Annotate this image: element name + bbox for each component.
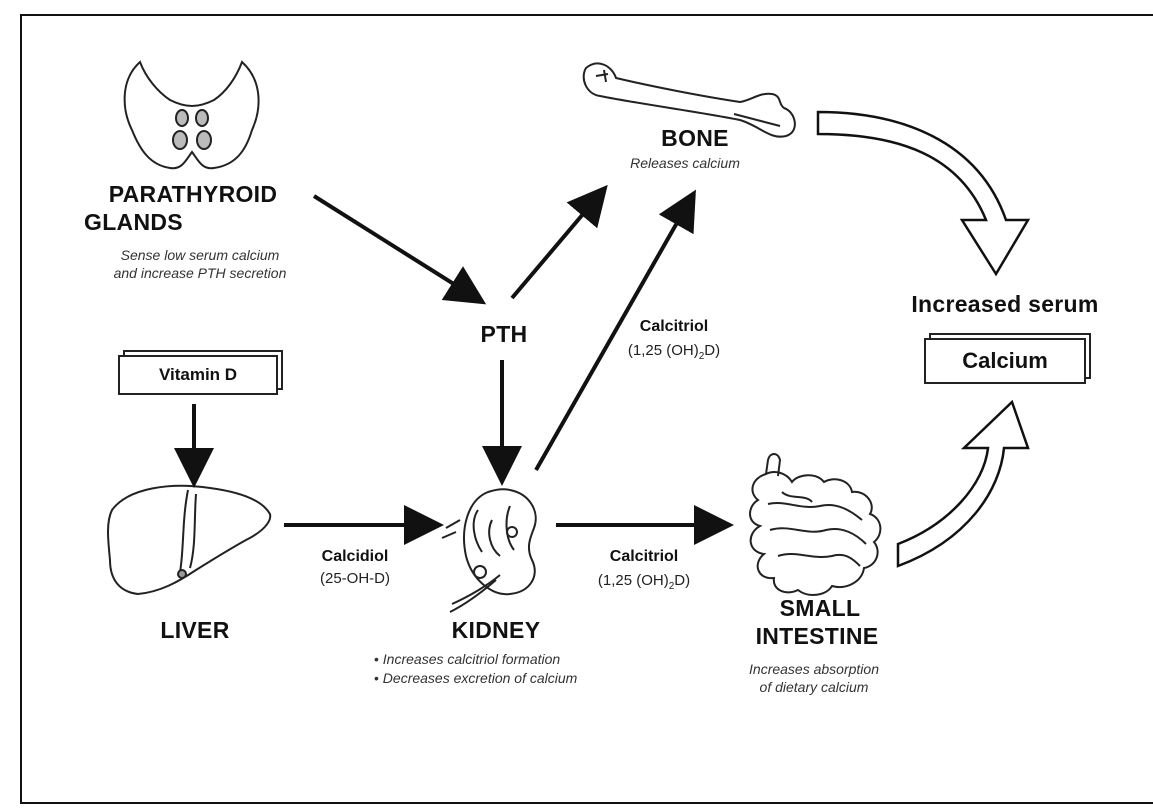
calcidiol-formula: (25-OH-D) [300,570,410,588]
vitamin-d-label: Vitamin D [159,365,237,384]
vitamin-d-box: Vitamin D [118,355,278,395]
calcitriol-bone-formula: (1,25 (OH)2D) [614,342,734,366]
hollow-arrow-bone-to-calcium [818,112,1028,274]
small-intestine-desc-line2: of dietary calcium [714,678,914,696]
pth-label: PTH [464,320,544,348]
bone-title: BONE [630,124,760,152]
parathyroid-desc-line2: and increase PTH secretion [80,264,320,282]
liver-illustration [108,486,270,594]
serum-title: Increased serum [880,290,1130,318]
calcidiol-label: Calcidiol [300,548,410,566]
calcium-box: Calcium [924,338,1086,384]
small-intestine-title-line1: SMALL [730,594,910,622]
small-intestine-title-line2: INTESTINE [722,622,912,650]
arrow-pth-to-bone [512,194,600,298]
parathyroid-desc-line1: Sense low serum calcium [80,246,320,264]
calcitriol-bone-label: Calcitriol [614,318,734,336]
small-intestine-illustration [750,454,880,595]
parathyroid-title-line2: GLANDS [84,208,204,236]
kidney-effects-list: Increases calcitriol formation Decreases… [374,650,634,688]
calcitriol-intestine-label: Calcitriol [584,548,704,566]
liver-title: LIVER [140,616,250,644]
calcitriol-intestine-formula: (1,25 (OH)2D) [584,572,704,596]
parathyroid-title-line1: PARATHYROID [84,180,302,208]
small-intestine-desc-line1: Increases absorption [714,660,914,678]
parathyroid-glands-illustration [125,62,259,168]
kidney-effect-item: Increases calcitriol formation [374,650,634,669]
arrow-parathyroid-to-pth [314,196,476,298]
bone-desc: Releases calcium [600,154,770,172]
hollow-arrow-intestine-to-calcium [898,402,1028,566]
kidney-effect-item: Decreases excretion of calcium [374,669,634,688]
kidney-illustration [442,489,536,612]
calcium-label: Calcium [962,348,1048,373]
kidney-title: KIDNEY [428,616,564,644]
